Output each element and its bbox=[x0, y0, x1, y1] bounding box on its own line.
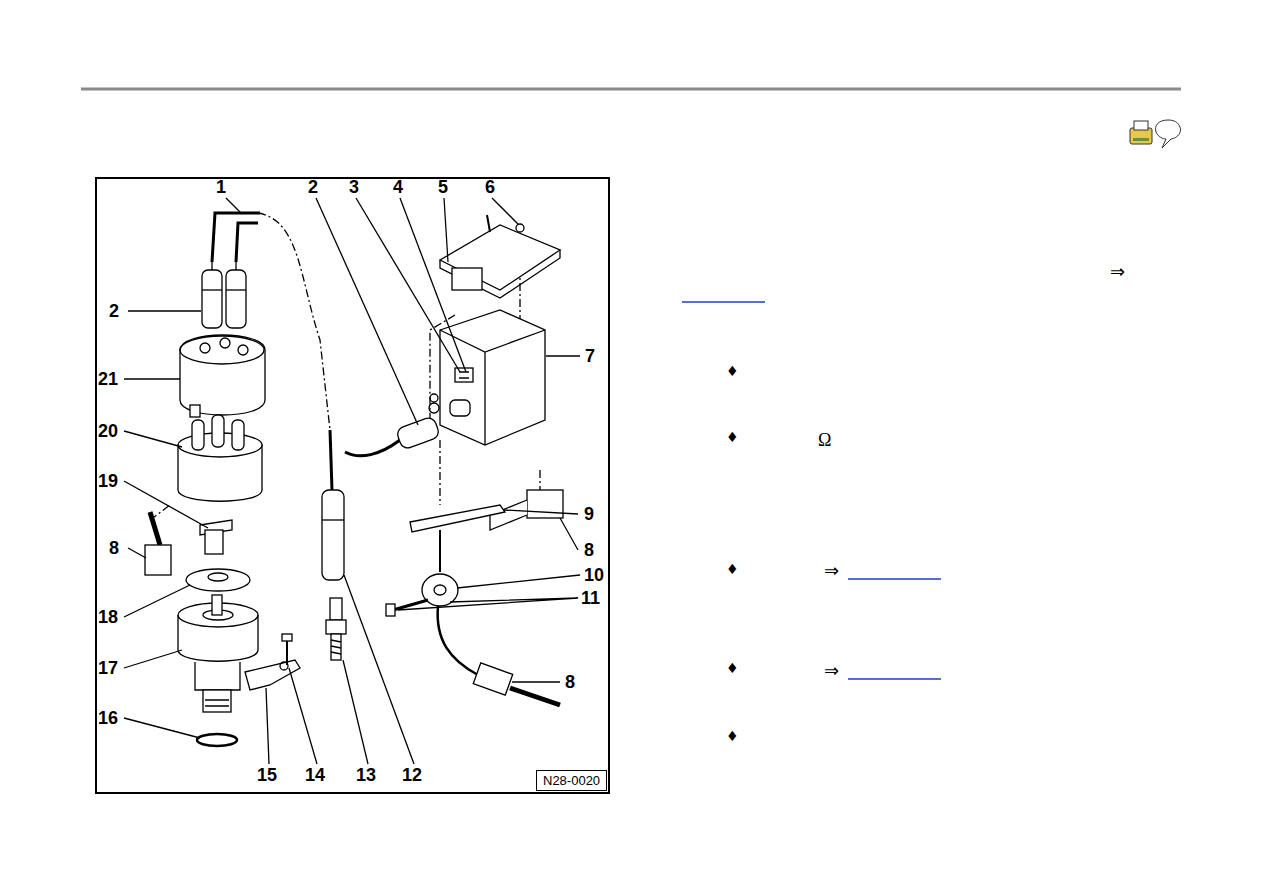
link-underline bbox=[682, 301, 765, 303]
callout-number: 9 bbox=[584, 505, 594, 523]
bullet-mark: ♦ bbox=[726, 661, 739, 675]
callout-number: 1 bbox=[216, 178, 226, 196]
bullet-mark: ♦ bbox=[726, 729, 739, 743]
comment-icon bbox=[1156, 120, 1181, 148]
callout-number: 13 bbox=[356, 766, 376, 784]
figure-code: N28-0020 bbox=[543, 774, 600, 787]
reference-arrow: ⇒ bbox=[824, 562, 839, 580]
bullet-mark: ♦ bbox=[726, 430, 739, 444]
callout-number: 18 bbox=[98, 608, 118, 626]
figure-frame bbox=[96, 178, 609, 793]
callout-number: 8 bbox=[565, 673, 575, 691]
figure-code-box: N28-0020 bbox=[536, 770, 607, 791]
callout-number: 8 bbox=[109, 539, 119, 557]
callout-number: 15 bbox=[257, 766, 277, 784]
link-underline bbox=[848, 678, 941, 680]
callout-number: 6 bbox=[485, 178, 495, 196]
reference-arrow: ⇒ bbox=[1110, 263, 1125, 281]
callout-number: 2 bbox=[109, 302, 119, 320]
bullet-mark: ♦ bbox=[726, 562, 739, 576]
callout-number: 3 bbox=[349, 178, 359, 196]
callout-number: 7 bbox=[585, 347, 595, 365]
callout-number: 17 bbox=[98, 659, 118, 677]
callout-number: 20 bbox=[98, 422, 118, 440]
callout-number: 14 bbox=[305, 766, 325, 784]
print-icon bbox=[1130, 121, 1152, 144]
callout-number: 5 bbox=[438, 178, 448, 196]
callout-number: 19 bbox=[98, 472, 118, 490]
callout-number: 4 bbox=[393, 178, 403, 196]
callout-number: 12 bbox=[402, 766, 422, 784]
ohm-symbol: Ω bbox=[818, 431, 831, 449]
callout-number: 2 bbox=[308, 178, 318, 196]
callout-number: 10 bbox=[584, 566, 604, 584]
link-underline bbox=[848, 578, 941, 580]
callout-number: 11 bbox=[581, 589, 600, 607]
bullet-mark: ♦ bbox=[726, 364, 739, 378]
callout-number: 21 bbox=[98, 370, 118, 388]
callout-number: 8 bbox=[584, 541, 594, 559]
reference-arrow: ⇒ bbox=[824, 662, 839, 680]
callout-number: 16 bbox=[98, 709, 118, 727]
